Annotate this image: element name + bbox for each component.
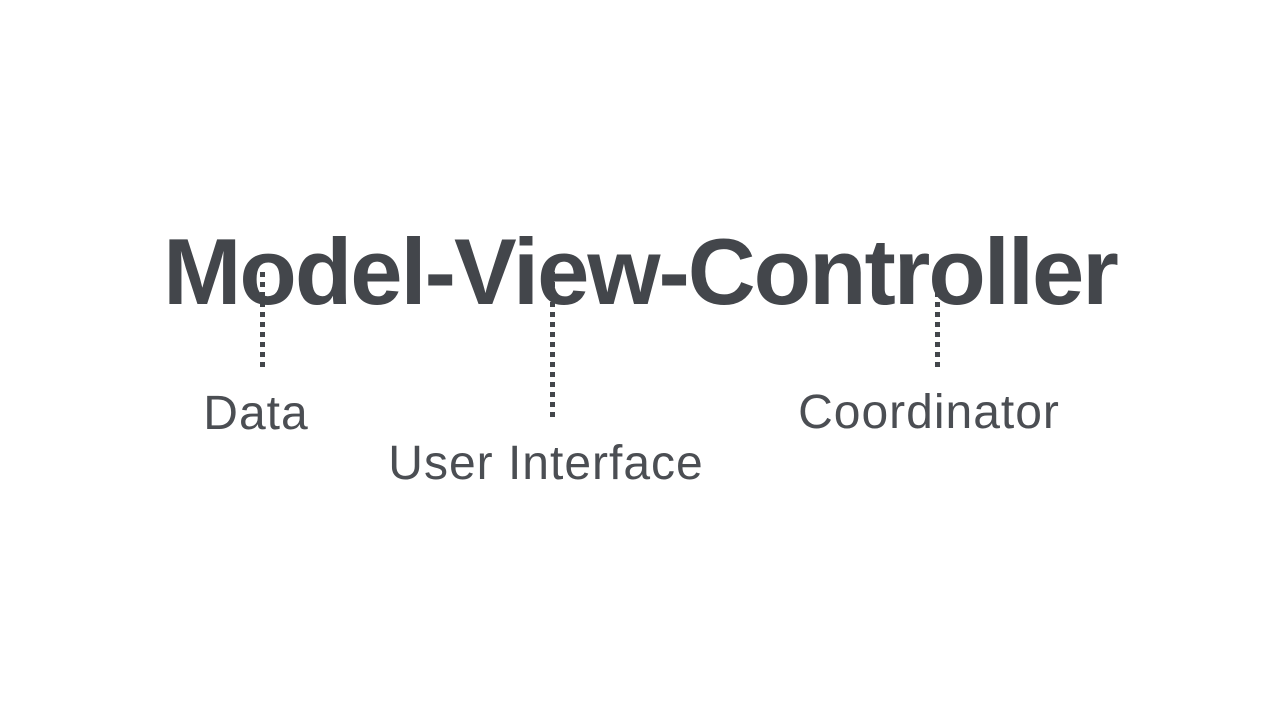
connector-controller-to-coordinator <box>935 272 940 370</box>
label-controller-coordinator: Coordinator <box>798 386 1060 439</box>
label-view-user-interface: User Interface <box>388 437 704 490</box>
label-model-data: Data <box>203 387 309 440</box>
connector-view-to-user-interface <box>550 272 555 420</box>
diagram-title: Model-View-Controller <box>163 218 1119 324</box>
connector-model-to-data <box>260 272 265 370</box>
